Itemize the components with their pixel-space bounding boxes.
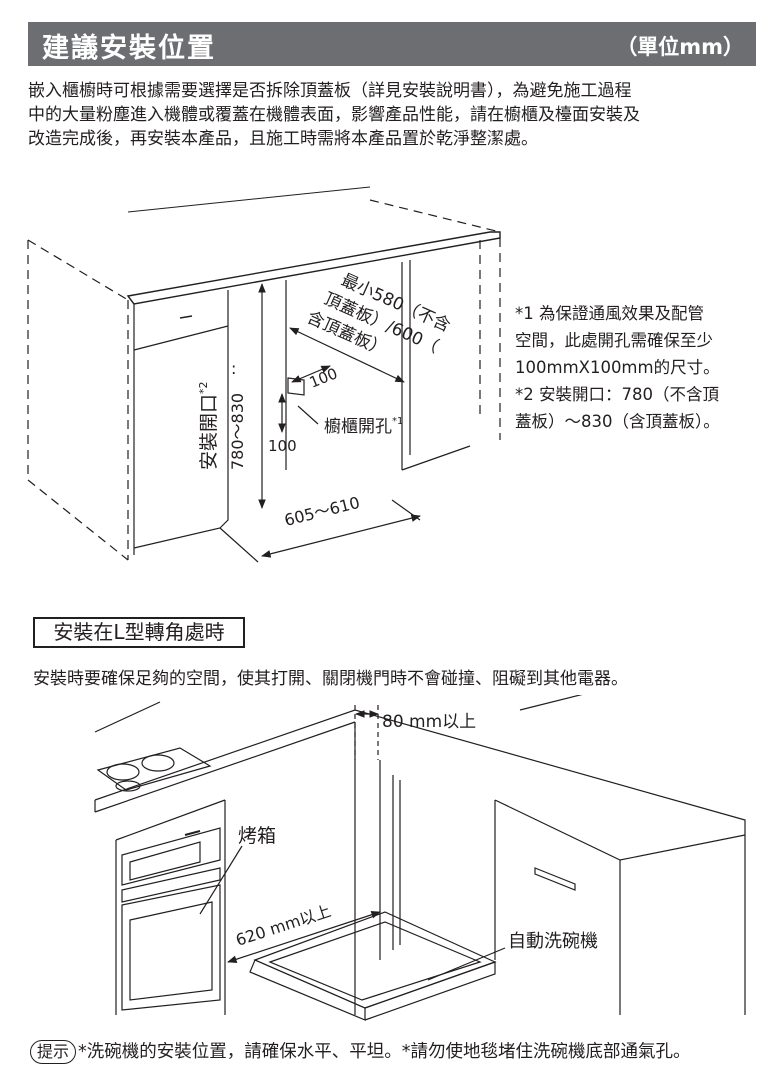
footer-tip: 提示*洗碗機的安裝位置，請確保水平、平坦。*請勿使地毯堵住洗碗機底部通氣孔。 [30, 1038, 691, 1064]
intro-line: 改造完成後，再安裝本產品，且施工時需將本產品置於乾淨整潔處。 [28, 129, 538, 149]
opening-dimension: 780～830 [228, 393, 247, 470]
l-corner-diagram: 80 mm以上 烤箱 620 mm以上 自動洗碗機 [94, 695, 746, 1021]
footnote-line: 100mmX100mm的尺寸。 [515, 358, 720, 377]
intro-line: 嵌入櫃櫥時可根據需要選擇是否拆除頂蓋板（詳見安裝說明書），為避免施工過程 [28, 81, 632, 101]
opening-label: 安裝開口*2 [197, 381, 220, 470]
section-header-bar: 建議安裝位置 （單位mm） [28, 22, 756, 66]
footnotes: *1 為保證通風效果及配管 空間，此處開孔需確保至少 100mmX100mm的尺… [515, 300, 765, 435]
l-corner-section-title: 安裝在L型轉角處時 [33, 617, 245, 648]
cabinet-hole-label: 櫥櫃開孔*1 [324, 416, 403, 437]
footnote-line: 空間，此處開孔需確保至少 [515, 331, 713, 350]
oven-label: 烤箱 [238, 825, 276, 847]
footnote-line: *1 為保證通風效果及配管 [515, 304, 704, 323]
width-dimension: 605～610 [282, 493, 361, 530]
footnote-line: 蓋板）～830（含頂蓋板）。 [515, 412, 720, 431]
hole-height-dimension: 100 [268, 437, 297, 455]
l-corner-description: 安裝時要確保足夠的空間，使其打開、關閉機門時不會碰撞、阻礙到其他電器。 [33, 669, 628, 689]
intro-line: 中的大量粉塵進入機體或覆蓋在機體表面，影響產品性能，請在櫥櫃及檯面安裝及 [28, 105, 640, 125]
cabinet-installation-diagram: 安裝開口*2 780～830 : 最小580（不含 頂蓋板）/600（ 含頂蓋板… [27, 186, 501, 563]
opening-colon: : [231, 359, 236, 378]
hole-width-dimension: 100 [307, 364, 340, 391]
door-clearance-label: 620 mm以上 [233, 901, 333, 950]
section-title: 建議安裝位置 [42, 33, 216, 64]
tip-badge: 提示 [30, 1040, 77, 1064]
footnote-line: *2 安裝開口：780（不含頂 [515, 385, 719, 404]
unit-label: （單位mm） [616, 35, 744, 59]
clearance-label: 80 mm以上 [382, 712, 476, 732]
dishwasher-label: 自動洗碗機 [508, 931, 598, 952]
depth-dimension-label: 最小580（不含 頂蓋板）/600（ 含頂蓋板） [304, 270, 454, 360]
tip-text: *洗碗機的安裝位置，請確保水平、平坦。*請勿使地毯堵住洗碗機底部通氣孔。 [78, 1042, 691, 1062]
intro-paragraph: 嵌入櫃櫥時可根據需要選擇是否拆除頂蓋板（詳見安裝說明書），為避免施工過程 中的大… [28, 79, 758, 151]
